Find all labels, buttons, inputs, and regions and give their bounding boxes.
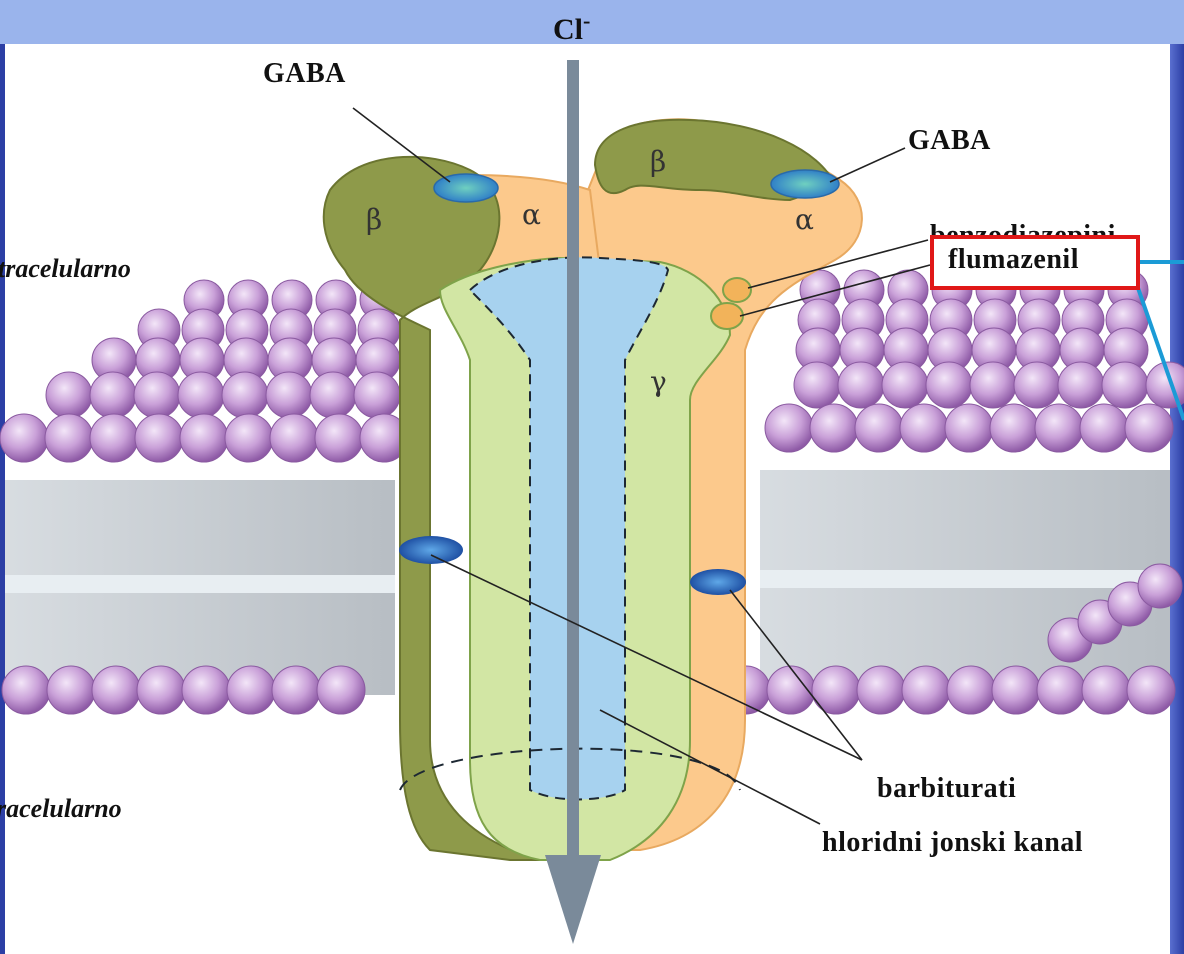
lipid-head <box>354 372 400 418</box>
lipid-head <box>222 372 268 418</box>
lipid-head <box>45 414 93 462</box>
intracellular-label: racelularno <box>0 794 122 824</box>
lipid-head <box>1102 362 1148 408</box>
gaba-label-right: GABA <box>908 125 991 157</box>
lipid-head <box>227 666 275 714</box>
lipid-head <box>765 404 813 452</box>
lipid-head <box>1035 404 1083 452</box>
lipid-head <box>135 414 183 462</box>
lipid-head <box>926 362 972 408</box>
lipid-head <box>46 372 92 418</box>
lipid-head <box>947 666 995 714</box>
lipid-head <box>134 372 180 418</box>
lipid-head <box>1082 666 1130 714</box>
gaba-label-left: GABA <box>263 58 346 90</box>
subunit-gamma: γ <box>650 365 667 398</box>
lipid-head <box>180 414 228 462</box>
lipid-head <box>838 362 884 408</box>
lipid-head <box>0 414 48 462</box>
lipid-head <box>272 666 320 714</box>
lipid-head <box>1125 404 1173 452</box>
lipid-head <box>137 666 185 714</box>
subunit-beta-left: β <box>366 203 382 236</box>
lipid-head <box>1014 362 1060 408</box>
lipid-head <box>810 404 858 452</box>
lipid-head <box>90 372 136 418</box>
lipid-head <box>882 362 928 408</box>
lipid-head <box>857 666 905 714</box>
lipid-head <box>992 666 1040 714</box>
lipid-head <box>47 666 95 714</box>
lipid-head <box>794 362 840 408</box>
lipid-head <box>225 414 273 462</box>
lipid-head <box>317 666 365 714</box>
barbiturate-label: barbiturati <box>877 773 1016 805</box>
lipid-head <box>1037 666 1085 714</box>
lipid-head <box>266 372 312 418</box>
lipid-head <box>970 362 1016 408</box>
extracellular-label: tracelularno <box>0 254 131 284</box>
lipid-head <box>1138 564 1182 608</box>
lipid-head <box>812 666 860 714</box>
lipid-head <box>902 666 950 714</box>
subunit-alpha-right: α <box>795 203 814 236</box>
subunit-alpha-left: α <box>522 198 541 231</box>
chloride-channel-label: hloridni jonski kanal <box>822 827 1083 859</box>
lipid-head <box>182 666 230 714</box>
lipid-head <box>315 414 363 462</box>
lipid-head <box>90 414 138 462</box>
lipid-head <box>1058 362 1104 408</box>
lipid-head <box>310 372 356 418</box>
lipid-head <box>900 404 948 452</box>
subunit-beta-right: β <box>650 145 666 178</box>
lipid-head <box>2 666 50 714</box>
lipid-head <box>92 666 140 714</box>
lipid-head <box>270 414 318 462</box>
flumazenil-label: flumazenil <box>948 244 1079 276</box>
lipid-head <box>990 404 1038 452</box>
lipid-head <box>945 404 993 452</box>
lipid-head <box>855 404 903 452</box>
lipid-head <box>1080 404 1128 452</box>
lipid-head <box>178 372 224 418</box>
lipid-head <box>1127 666 1175 714</box>
